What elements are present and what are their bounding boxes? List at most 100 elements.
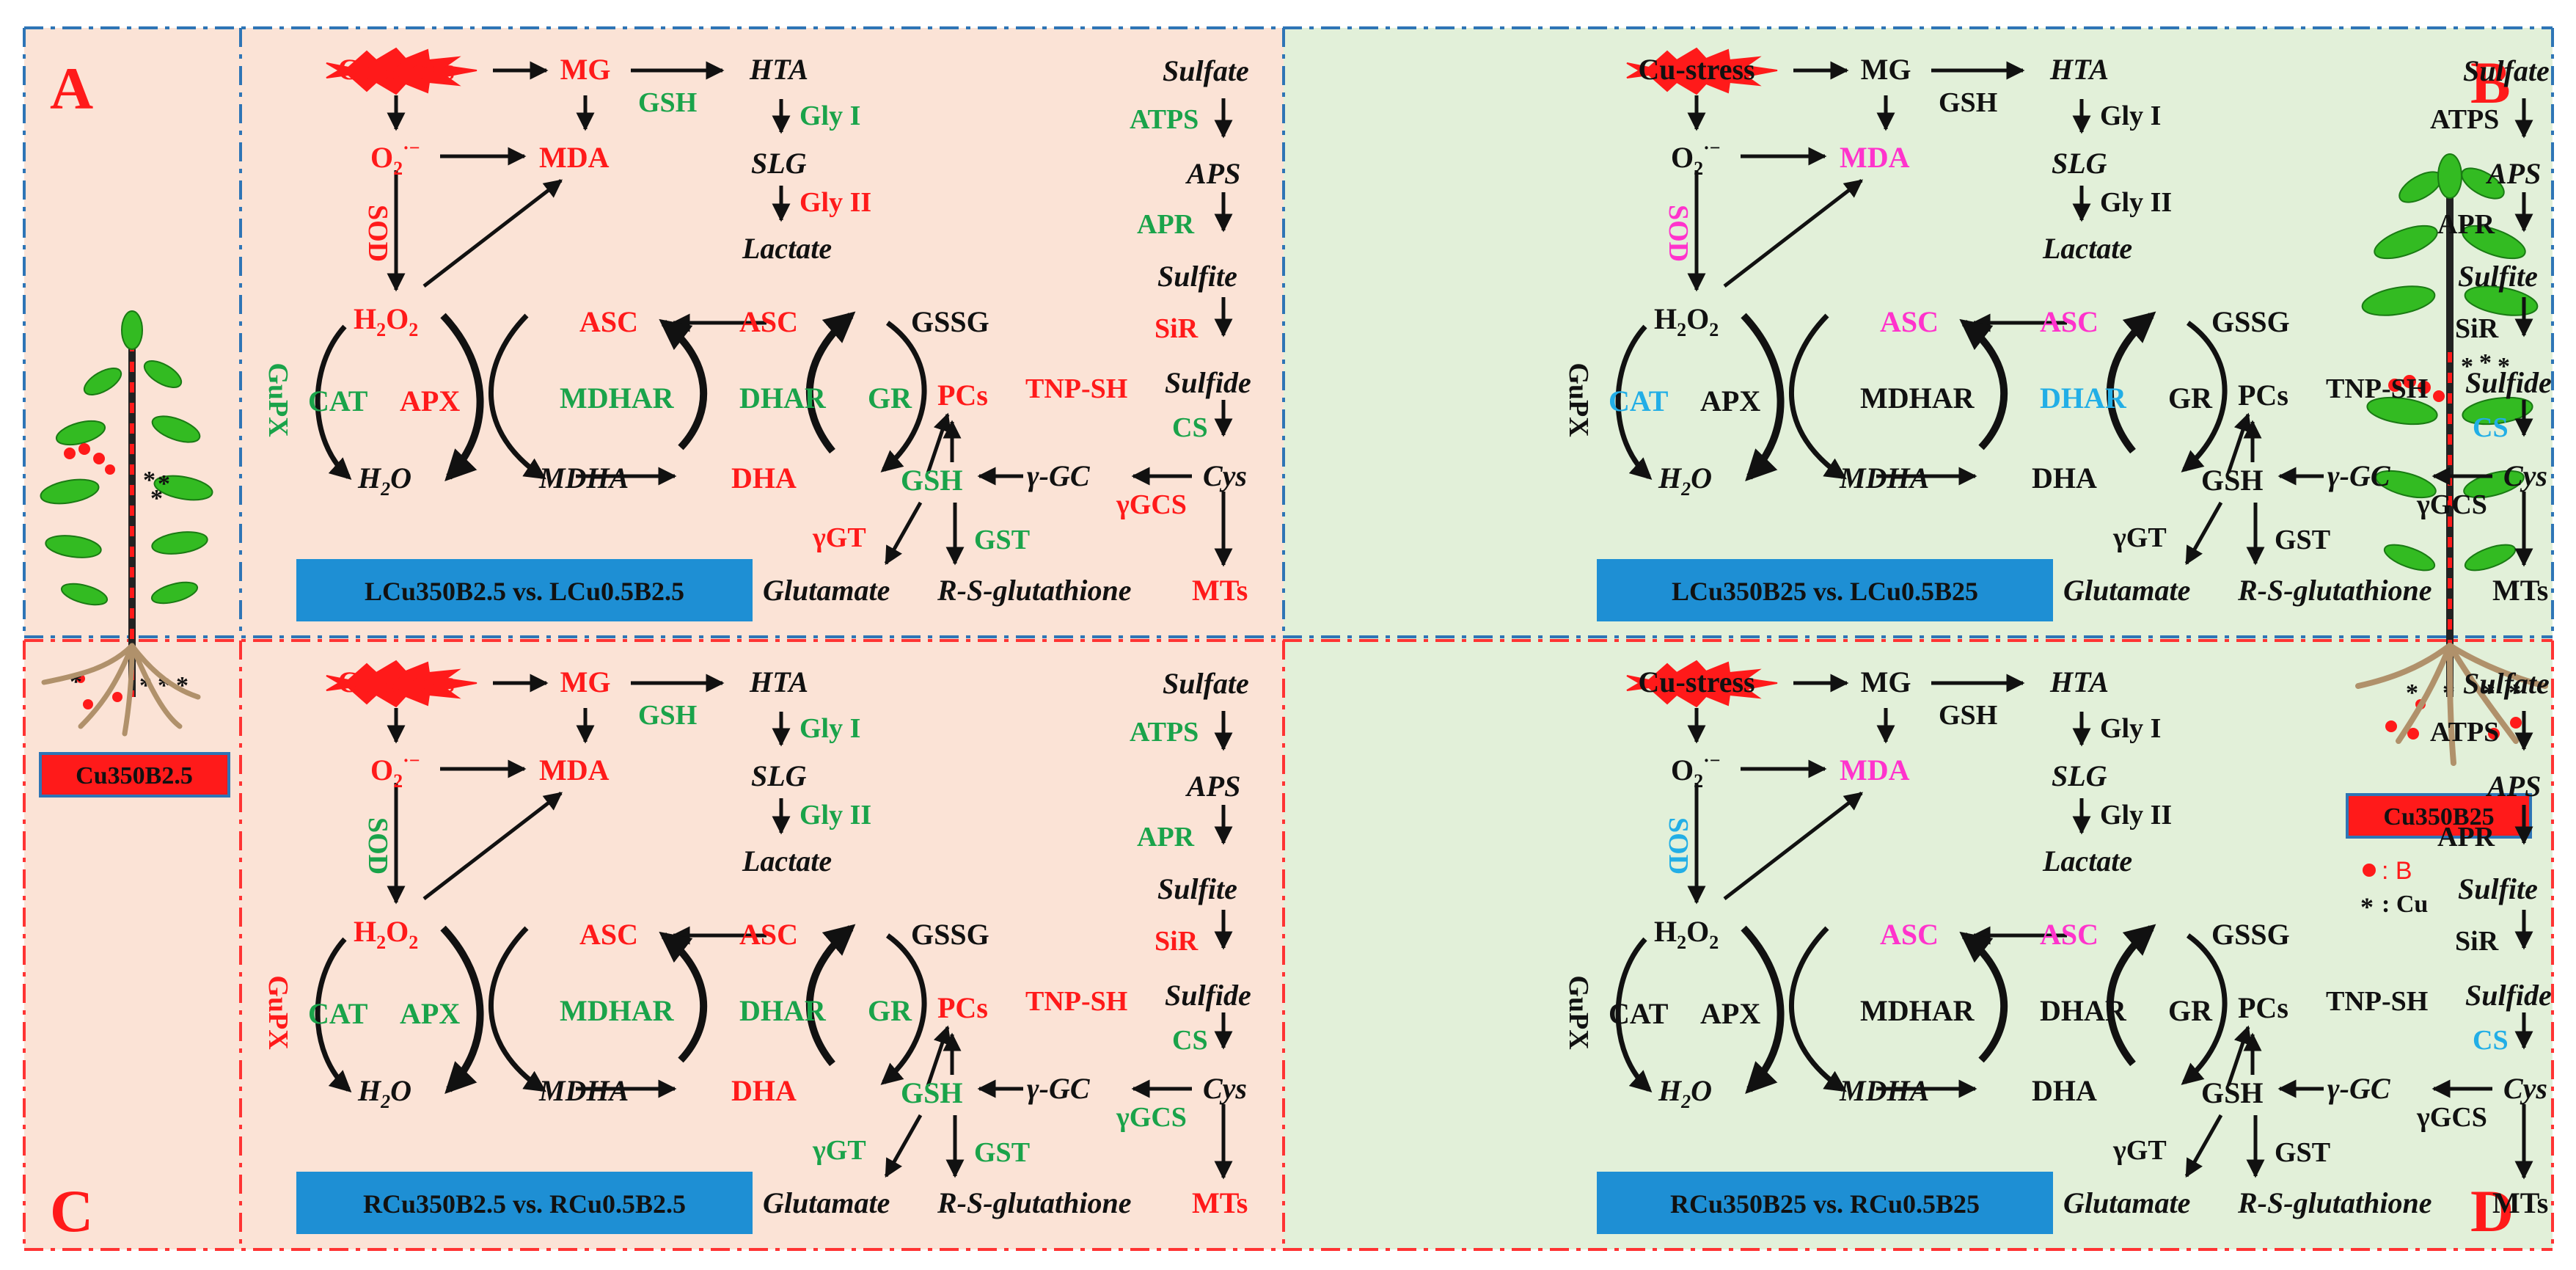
pathway-arrows [387, 61, 1233, 567]
dha-label: DHA [2032, 1074, 2097, 1107]
gsh-mg-label: GSH [638, 87, 697, 118]
sulfate-label: Sulfate [2463, 54, 2550, 87]
comparison-label: LCu350B25 vs. LCu0.5B25 [1672, 577, 1978, 606]
gly-ii-label: Gly II [2100, 187, 2172, 218]
gsh-mg-label: GSH [1939, 87, 1997, 118]
comparison-box [296, 559, 753, 621]
apx-label: APX [400, 997, 460, 1030]
pcs-label: PCs [2238, 991, 2288, 1024]
side-label-right: Cu350B25 [2383, 803, 2494, 831]
cu-stress-label: Cu-stress [337, 665, 454, 698]
cu-stress-label: Cu-stress [1638, 665, 1754, 698]
apr-label: APR [2437, 822, 2495, 853]
svg-text:*: * [2461, 353, 2473, 380]
gamma-gcs-label: γGCS [1116, 489, 1187, 520]
panel-c: Cu-stress [263, 660, 1251, 1234]
sod-label: SOD [362, 205, 393, 262]
gst-label: GST [2275, 525, 2330, 555]
legend-b-marker [2363, 864, 2376, 877]
svg-text:*: * [143, 467, 155, 494]
panel-letter-b: B [2470, 49, 2511, 116]
cu-stress-label: Cu-stress [337, 53, 454, 86]
sir-label: SiR [2455, 313, 2499, 344]
legend-b: : B [2382, 857, 2412, 885]
mg-label: MG [1861, 53, 1911, 86]
dhar-label: DHAR [739, 382, 827, 415]
gsh-label: GSH [2201, 464, 2263, 497]
hta-label: HTA [749, 53, 808, 86]
legend-cu-marker: * [2360, 892, 2374, 922]
sulfide-label: Sulfide [1165, 979, 1251, 1012]
gupx-label: GuPX [263, 362, 293, 437]
glutamate-label: Glutamate [2063, 1186, 2190, 1219]
gamma-gt-label: γGT [2112, 1135, 2167, 1166]
sulfite-label: Sulfite [2458, 872, 2538, 905]
cycle-curves [315, 311, 927, 482]
comparison-box [296, 1172, 753, 1234]
cu-stress-burst [326, 47, 477, 95]
tnp-sh-label: TNP-SH [1025, 373, 1127, 404]
svg-text:*: * [158, 470, 170, 497]
pcs-label: PCs [937, 379, 988, 412]
gsh-label: GSH [2201, 1076, 2263, 1109]
cu-stress-burst [1626, 47, 1778, 95]
mg-label: MG [1861, 665, 1911, 698]
cu-stress-burst [1626, 660, 1778, 708]
cs-label: CS [1172, 412, 1208, 443]
gly-ii-label: Gly II [799, 187, 871, 218]
comparison-label: LCu350B2.5 vs. LCu0.5B2.5 [365, 577, 684, 606]
h2o2-label: H2O2 [1654, 915, 1719, 953]
aps-label: APS [2485, 770, 2541, 803]
sulfate-label: Sulfate [2463, 667, 2550, 700]
panel-a: Cu-stress [263, 47, 1251, 621]
gsh-label: GSH [901, 464, 962, 497]
cat-label: CAT [1609, 384, 1669, 417]
legend-cu: : Cu [2382, 891, 2428, 918]
comparison-box [1597, 1172, 2053, 1234]
sulfite-label: Sulfite [2458, 260, 2538, 293]
plant-icon-left: *** **** [40, 310, 213, 737]
atps-label: ATPS [2430, 104, 2499, 135]
aps-label: APS [1185, 157, 1240, 190]
side-label-box-left [39, 752, 230, 798]
mda-label: MDA [539, 753, 610, 787]
gamma-gcs-label: γGCS [2416, 489, 2487, 520]
svg-text:*: * [2509, 679, 2521, 707]
sulfite-label: Sulfite [1157, 872, 1237, 905]
gamma-gc-label: γ-GC [2327, 459, 2391, 492]
gly-i-label: Gly I [799, 101, 860, 131]
gst-label: GST [974, 525, 1030, 555]
gamma-gc-label: γ-GC [1027, 459, 1091, 492]
cys-label: Cys [1203, 459, 1247, 492]
legend: : B * : Cu [2360, 857, 2428, 922]
gsh-mg-label: GSH [638, 700, 697, 731]
gsh-mg-label: GSH [1939, 700, 1997, 731]
mts-label: MTs [2492, 574, 2548, 607]
asc-left-label: ASC [1880, 918, 1939, 951]
comparison-label: RCu350B2.5 vs. RCu0.5B2.5 [363, 1189, 686, 1219]
mts-label: MTs [1192, 574, 1248, 607]
mdha-label: MDHA [538, 1074, 629, 1107]
gupx-label: GuPX [1563, 362, 1594, 437]
asc-left-label: ASC [579, 305, 638, 338]
mdhar-label: MDHAR [560, 382, 675, 415]
sulfite-label: Sulfite [1157, 260, 1237, 293]
gamma-gt-label: γGT [812, 1135, 866, 1166]
sod-label: SOD [1663, 205, 1694, 262]
r-s-glutathione-label: R-S-glutathione [937, 574, 1132, 607]
svg-text:*: * [2479, 349, 2492, 376]
mts-label: MTs [1192, 1186, 1248, 1219]
sulfide-label: Sulfide [2465, 366, 2552, 399]
sir-label: SiR [1155, 313, 1199, 344]
cys-label: Cys [1203, 1072, 1247, 1105]
lactate-label: Lactate [742, 232, 832, 265]
gupx-label: GuPX [1563, 975, 1594, 1049]
pcs-label: PCs [937, 991, 988, 1024]
mdhar-label: MDHAR [560, 994, 675, 1027]
gr-label: GR [2168, 382, 2213, 415]
mts-label: MTs [2492, 1186, 2548, 1219]
asc-right-label: ASC [2040, 305, 2099, 338]
gly-i-label: Gly I [2100, 713, 2161, 744]
sulfide-label: Sulfide [1165, 366, 1251, 399]
gst-label: GST [2275, 1137, 2330, 1168]
